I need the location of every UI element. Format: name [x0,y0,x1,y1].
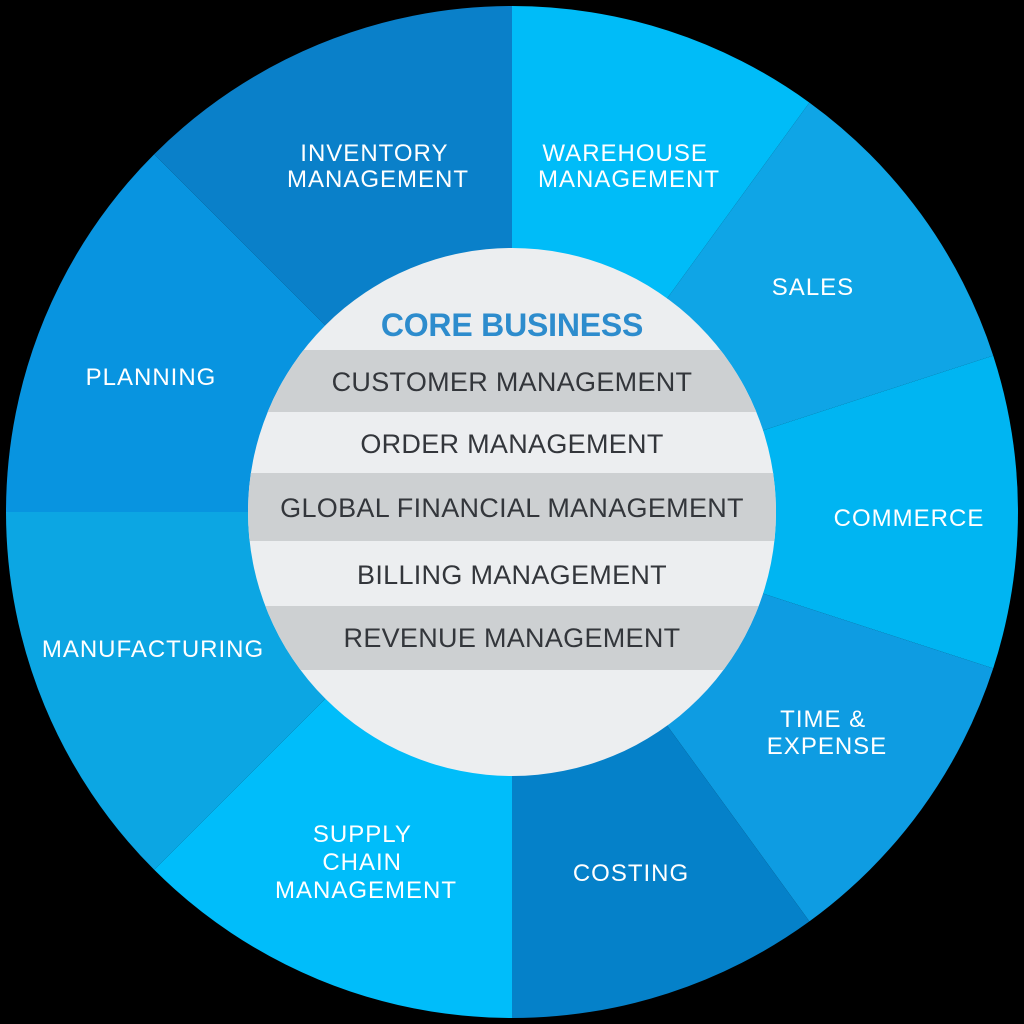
label-line: EXPENSE [767,733,887,760]
label-line: TIME & [780,706,866,733]
core-item-order-management: ORDER MANAGEMENT [360,429,663,459]
segment-label-sales: SALES [772,274,854,301]
segment-label-inventory-management: INVENTORY MANAGEMENT [287,140,469,193]
core-item-billing-management: BILLING MANAGEMENT [357,560,667,590]
core-text: CORE BUSINESS CUSTOMER MANAGEMENT ORDER … [280,307,744,653]
label-line: MANAGEMENT [275,877,457,904]
label-line: PLANNING [86,364,217,391]
segment-label-manufacturing: MANUFACTURING [42,636,264,663]
core-item-revenue-management: REVENUE MANAGEMENT [344,623,681,653]
label-line: MANAGEMENT [538,166,720,193]
segment-label-commerce: COMMERCE [834,505,985,532]
label-line: SALES [772,274,854,301]
segment-label-time-expense: TIME & EXPENSE [767,706,887,760]
label-line: COMMERCE [834,505,985,532]
segment-label-warehouse-management: WAREHOUSE MANAGEMENT [538,140,720,193]
stripe-global-financial-management [248,473,776,541]
label-line: COSTING [573,860,689,887]
stripe-customer-management [248,350,776,412]
core-item-customer-management: CUSTOMER MANAGEMENT [332,367,693,397]
label-line: SUPPLY [313,821,412,848]
segment-label-planning: PLANNING [86,364,217,391]
label-line: INVENTORY [300,140,448,167]
label-line: MANAGEMENT [287,166,469,193]
core-business-title: CORE BUSINESS [381,307,643,343]
segment-label-costing: COSTING [573,860,689,887]
core-item-global-financial-management: GLOBAL FINANCIAL MANAGEMENT [280,493,744,523]
ring-segment-labels: WAREHOUSE MANAGEMENT SALES COMMERCE TIME… [42,140,985,904]
label-line: CHAIN [322,849,402,876]
stripe-revenue-management [248,606,776,670]
label-line: WAREHOUSE [542,140,707,167]
segment-label-supply-chain-management: SUPPLY CHAIN MANAGEMENT [275,821,457,904]
core-stripes [248,350,776,670]
label-line: MANUFACTURING [42,636,264,663]
